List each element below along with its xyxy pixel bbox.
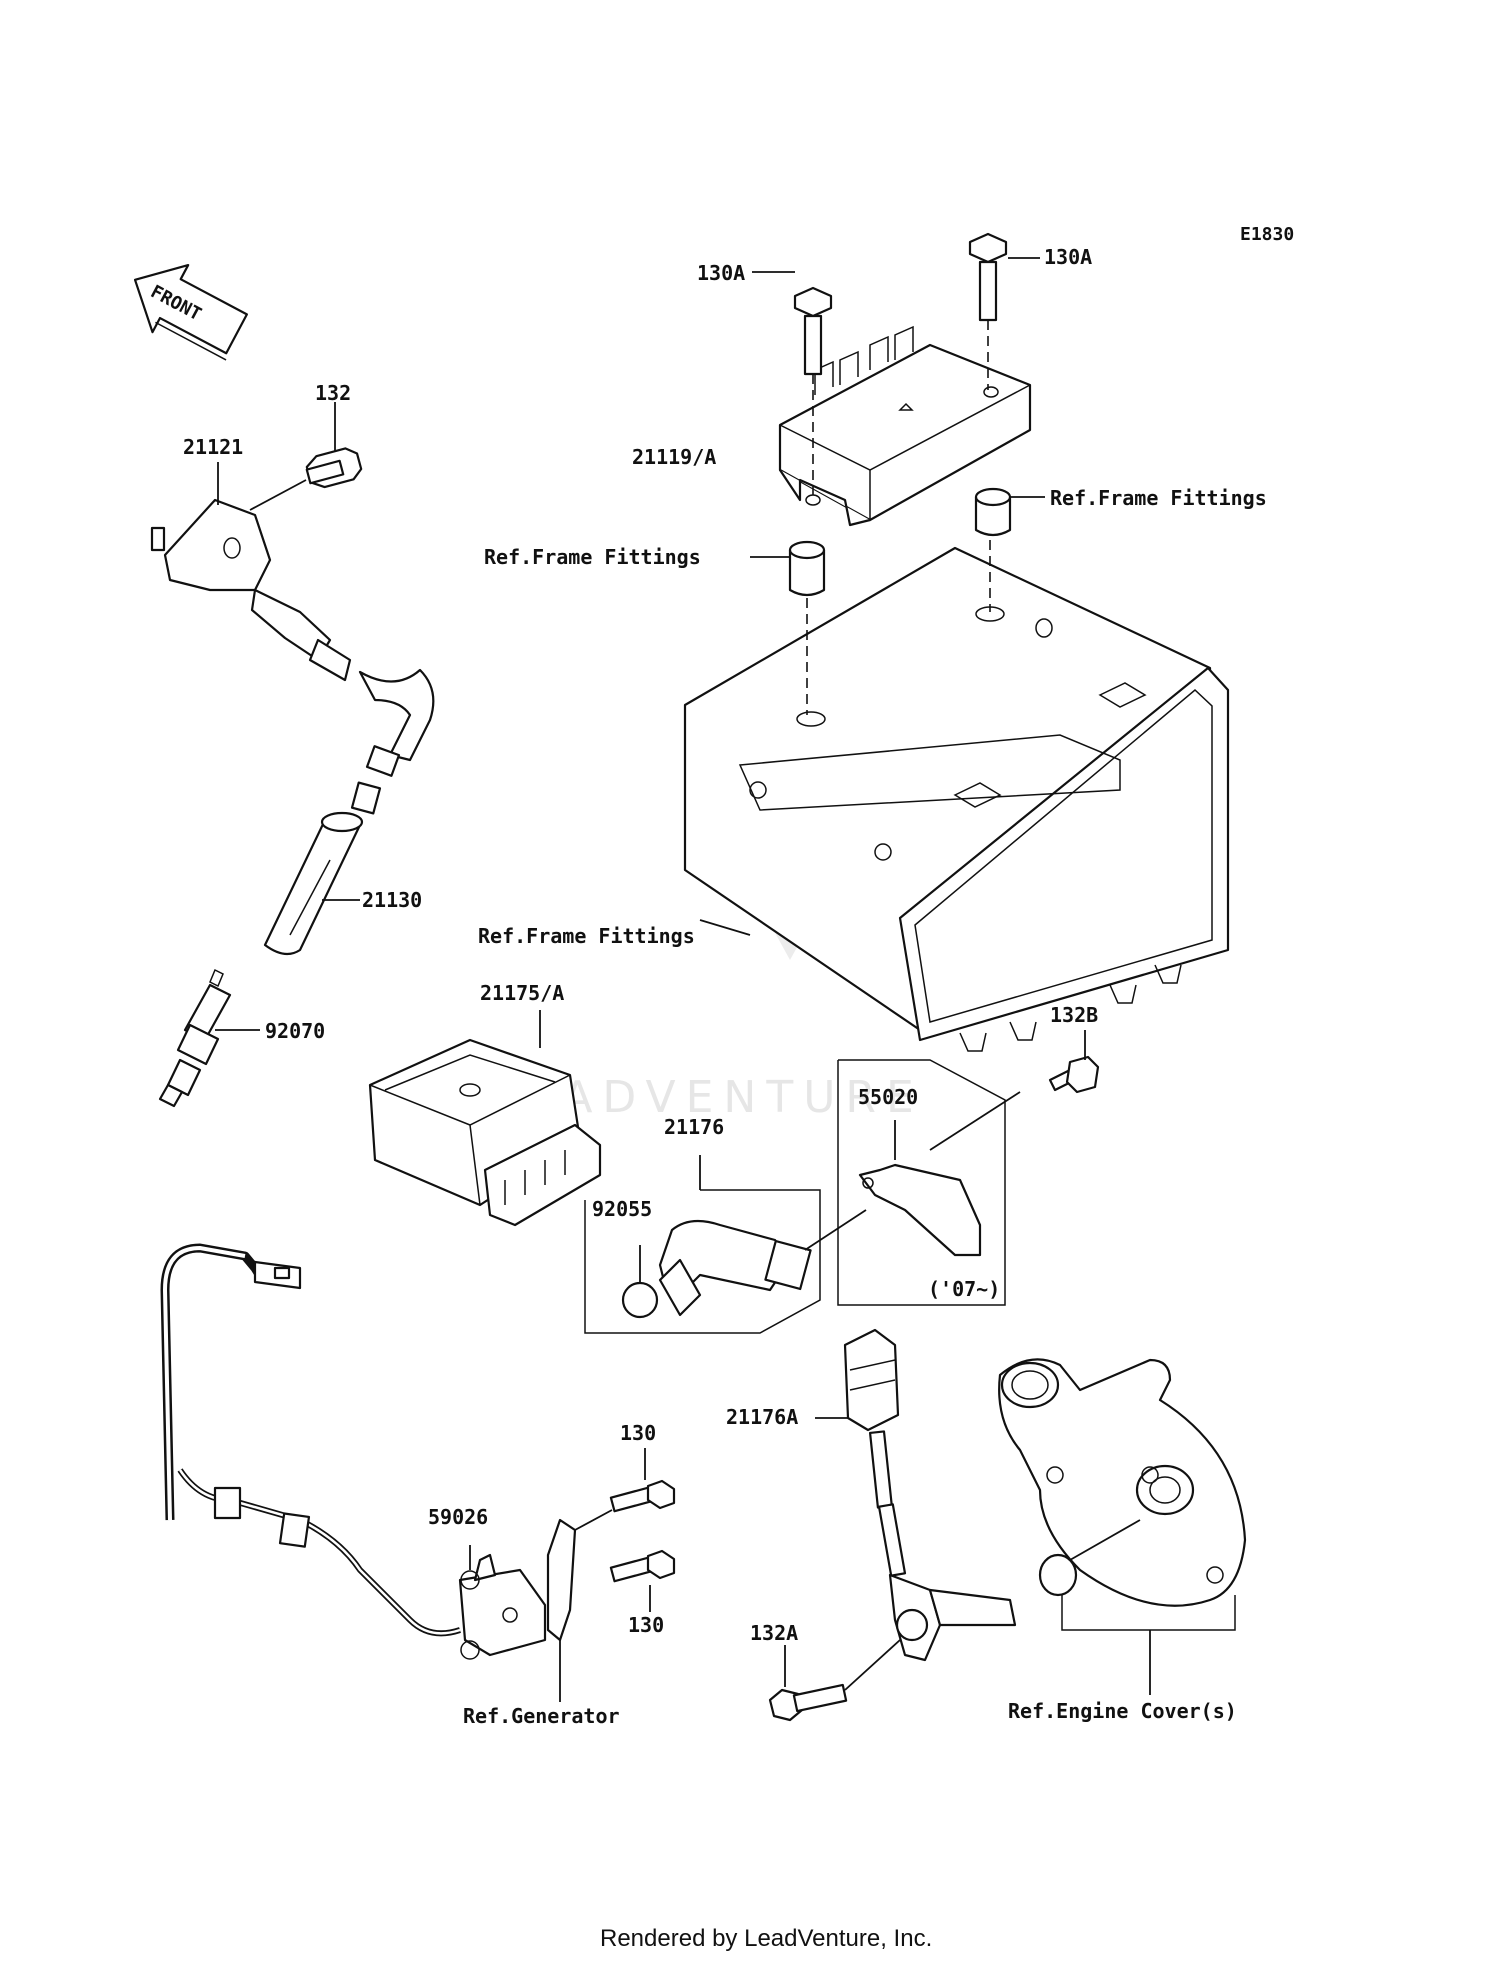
label-21176: 21176 — [664, 1115, 724, 1139]
label-130A-right: 130A — [1044, 245, 1092, 269]
generator-plate — [546, 1518, 577, 1642]
engine-cover — [998, 1358, 1247, 1607]
label-ref-generator: Ref.Generator — [463, 1704, 620, 1728]
bolt-130-bottom — [609, 1549, 676, 1583]
bolt-132A — [768, 1683, 848, 1722]
label-21130: 21130 — [362, 888, 422, 912]
label-21121: 21121 — [183, 435, 243, 459]
front-arrow-icon: FRONT — [133, 263, 248, 361]
bolt-132B — [1048, 1055, 1100, 1094]
label-132: 132 — [315, 381, 351, 405]
label-132B: 132B — [1050, 1003, 1098, 1027]
sensor-21176A — [843, 1328, 1017, 1662]
label-130A-left: 130A — [697, 261, 745, 285]
label-ref-frame-fittings-2: Ref.Frame Fittings — [484, 545, 701, 569]
ignition-coil-21121 — [150, 498, 435, 815]
grommet-left — [788, 540, 826, 597]
crank-sensor-21176 — [621, 1219, 812, 1319]
battery-box — [683, 546, 1230, 1052]
label-59026: 59026 — [428, 1505, 488, 1529]
label-ref-frame-fittings-3: Ref.Frame Fittings — [478, 924, 695, 948]
label-130-top: 130 — [620, 1421, 656, 1445]
grommet-right — [974, 487, 1012, 537]
spark-plug-cap-21130 — [263, 811, 364, 956]
label-21119A: 21119/A — [632, 445, 716, 469]
bolt-130A-right — [968, 232, 1008, 322]
label-year-note: ('07~) — [928, 1277, 1000, 1301]
label-92070: 92070 — [265, 1019, 325, 1043]
label-21175A: 21175/A — [480, 981, 564, 1005]
label-92055: 92055 — [592, 1197, 652, 1221]
label-ref-engine-cover: Ref.Engine Cover(s) — [1008, 1699, 1237, 1723]
o-ring — [1038, 1553, 1078, 1597]
bolt-132 — [305, 447, 363, 489]
bracket-55020 — [858, 1163, 982, 1257]
bolt-130-top — [609, 1479, 676, 1513]
spark-plug-92070 — [158, 968, 232, 1108]
cdi-unit-21175A — [368, 1038, 602, 1227]
footer-text: Rendered by LeadVenture, Inc. — [600, 1925, 932, 1952]
label-132A: 132A — [750, 1621, 798, 1645]
pickup-coil-wire — [160, 1243, 547, 1660]
label-ref-frame-fittings-1: Ref.Frame Fittings — [1050, 486, 1267, 510]
diagram-code: E1830 — [1240, 224, 1294, 245]
bolt-130A-left — [793, 286, 833, 376]
label-130-bottom: 130 — [628, 1613, 664, 1637]
ignition-module-21119A — [778, 325, 1032, 527]
label-55020: 55020 — [858, 1085, 918, 1109]
label-21176A: 21176A — [726, 1405, 798, 1429]
